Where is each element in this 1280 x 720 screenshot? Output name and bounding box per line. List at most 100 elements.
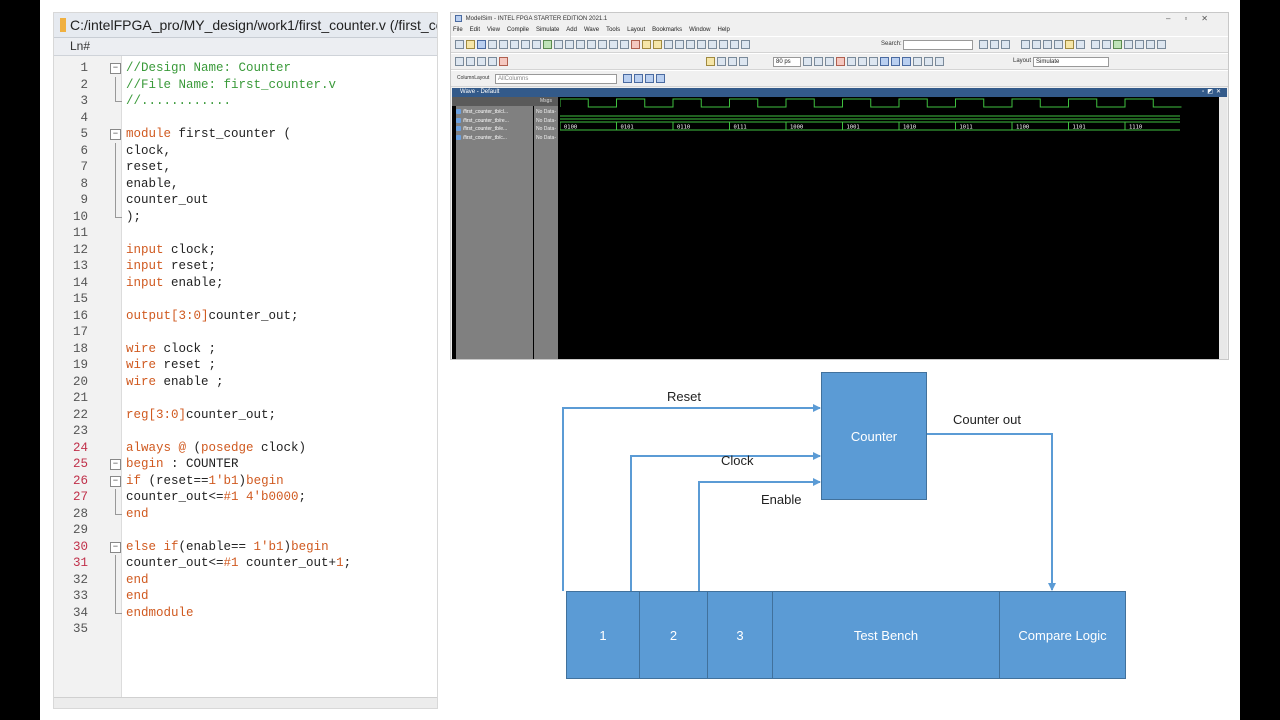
step-into-icon[interactable]	[869, 57, 878, 66]
stop-icon[interactable]	[719, 40, 728, 49]
run-continue-icon[interactable]	[803, 57, 812, 66]
wave-collapse-icon[interactable]	[1157, 40, 1166, 49]
window-controls[interactable]: –▫✕	[1166, 14, 1222, 23]
library-icon[interactable]	[455, 57, 464, 66]
menu-item[interactable]: Layout	[627, 27, 646, 33]
menu-item[interactable]: Bookmarks	[652, 27, 683, 33]
zoom-out-icon[interactable]	[1032, 40, 1041, 49]
run-length-back-icon[interactable]	[717, 57, 726, 66]
memory-icon[interactable]	[576, 40, 585, 49]
step-over-icon-2[interactable]	[858, 57, 867, 66]
menu-item[interactable]: File	[453, 27, 463, 33]
fold-toggle-icon[interactable]: −	[110, 63, 121, 74]
code-line[interactable]: 4	[54, 110, 437, 127]
restart-icon[interactable]	[686, 40, 695, 49]
wave-forward-icon[interactable]	[730, 40, 739, 49]
code-line[interactable]: 5−module first_counter (	[54, 126, 437, 143]
column-icon-3[interactable]	[645, 74, 654, 83]
new-file-icon[interactable]	[455, 40, 464, 49]
trace-next-icon[interactable]	[935, 57, 944, 66]
run-all-icon[interactable]	[708, 40, 717, 49]
wave-back-icon[interactable]	[741, 40, 750, 49]
column-layout-select[interactable]: AllColumns	[495, 74, 617, 84]
zoom-icon[interactable]	[565, 40, 574, 49]
undo-icon[interactable]	[532, 40, 541, 49]
wave-style-icon[interactable]	[1102, 40, 1111, 49]
zoom-full-icon[interactable]	[1043, 40, 1052, 49]
structure-icon[interactable]	[477, 57, 486, 66]
wave-color-icon[interactable]	[1113, 40, 1122, 49]
code-line[interactable]: 25−begin : COUNTER	[54, 456, 437, 473]
wave-format-icon[interactable]	[1091, 40, 1100, 49]
save-icon[interactable]	[477, 40, 486, 49]
run-length-fwd-icon[interactable]	[728, 57, 737, 66]
toolbar-icons-search[interactable]	[979, 40, 1012, 49]
zoom-cursor-icon[interactable]	[1054, 40, 1063, 49]
toolbar-icons-wave[interactable]	[1091, 40, 1168, 49]
toolbar-icons-sim[interactable]	[803, 57, 946, 66]
column-icon-2[interactable]	[634, 74, 643, 83]
open-icon[interactable]	[466, 40, 475, 49]
trace-down-icon[interactable]	[924, 57, 933, 66]
wave-dataflow-icon[interactable]	[1135, 40, 1144, 49]
delete-cursor-icon[interactable]	[620, 40, 629, 49]
code-line[interactable]: 23	[54, 423, 437, 440]
menu-item[interactable]: Add	[566, 27, 577, 33]
code-line[interactable]: 2//File Name: first_counter.v	[54, 76, 437, 93]
run-icon[interactable]	[697, 40, 706, 49]
run-all-icon-2[interactable]	[814, 57, 823, 66]
cursor-icon[interactable]	[587, 40, 596, 49]
trace-up-icon[interactable]	[913, 57, 922, 66]
fold-toggle-icon[interactable]: −	[110, 541, 121, 553]
break-icon[interactable]	[631, 40, 640, 49]
down-icon[interactable]	[891, 57, 900, 66]
wave-window-controls[interactable]: ▫◩✕	[1202, 89, 1224, 95]
insert-cursor-icon[interactable]	[609, 40, 618, 49]
toolbar-icons-file[interactable]	[455, 40, 752, 49]
restart-sim-icon[interactable]	[706, 57, 715, 66]
copy-icon[interactable]	[510, 40, 519, 49]
search-prev-icon[interactable]	[990, 40, 999, 49]
zoom-range-icon[interactable]	[1065, 40, 1074, 49]
print-icon[interactable]	[488, 40, 497, 49]
code-line[interactable]: 10);	[54, 208, 437, 226]
signal-name-pane[interactable]: /first_counter_tb/cl... /first_counter_tb…	[456, 106, 533, 359]
horizontal-scrollbar[interactable]	[54, 697, 437, 708]
signal-row[interactable]: /first_counter_tb/cl...	[456, 108, 508, 117]
locals-icon[interactable]	[499, 57, 508, 66]
up-icon[interactable]	[880, 57, 889, 66]
run-icon-2[interactable]	[739, 57, 748, 66]
objects-icon[interactable]	[488, 57, 497, 66]
wave-grid-icon[interactable]	[1124, 40, 1133, 49]
fold-toggle-icon[interactable]: −	[110, 475, 121, 487]
code-line[interactable]: 3//............	[54, 93, 437, 110]
fold-toggle-icon[interactable]: −	[110, 459, 121, 470]
signal-row[interactable]: /first_counter_tb/e...	[456, 125, 507, 134]
code-line[interactable]: 17	[54, 324, 437, 341]
code-line[interactable]: 15	[54, 291, 437, 308]
code-line[interactable]: 30−else if(enable== 1'b1)begin	[54, 539, 437, 556]
code-line[interactable]: 29	[54, 522, 437, 539]
search-go-icon[interactable]	[979, 40, 988, 49]
find-icon[interactable]	[554, 40, 563, 49]
editor-title-bar[interactable]: C:/intelFPGA_pro/MY_design/work1/first_c…	[54, 13, 437, 38]
code-editor[interactable]: C:/intelFPGA_pro/MY_design/work1/first_c…	[53, 12, 438, 709]
code-line[interactable]: 35	[54, 621, 437, 638]
signal-row[interactable]: /first_counter_tb/c...	[456, 134, 507, 143]
step-over-icon[interactable]	[653, 40, 662, 49]
